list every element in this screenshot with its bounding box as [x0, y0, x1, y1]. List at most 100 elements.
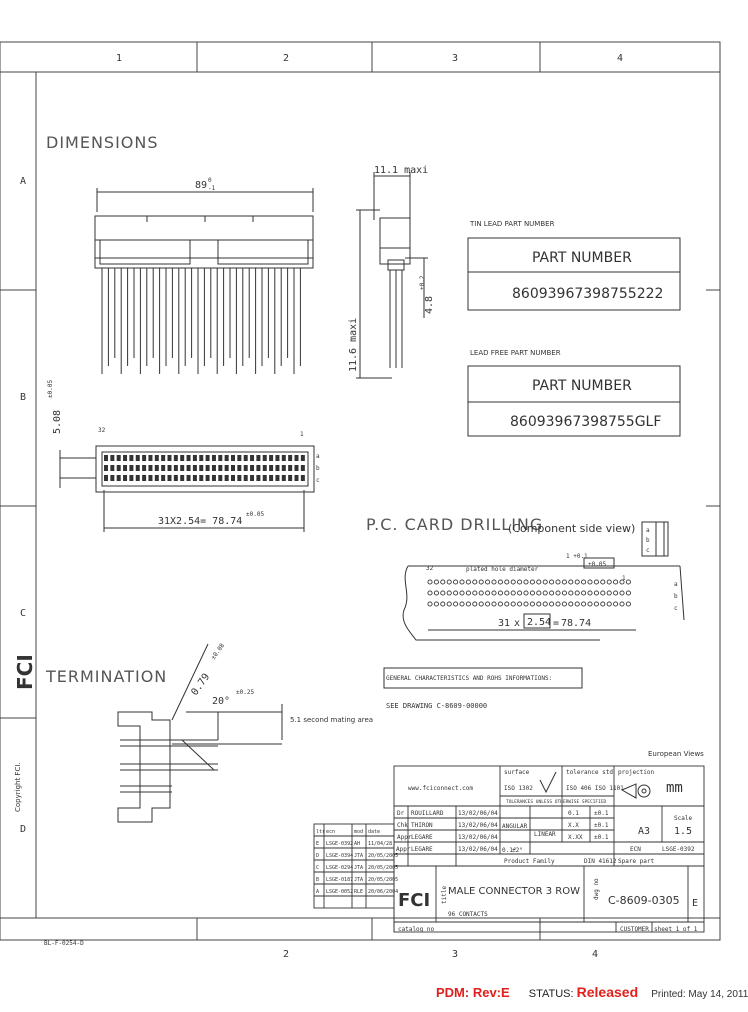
- linear-label: LINEAR: [534, 831, 556, 838]
- copyright-text: Copyright FCI.: [14, 762, 22, 812]
- termination-heading: TERMINATION: [45, 667, 167, 686]
- row-letter: b: [316, 465, 320, 472]
- pcb-legend-letter: c: [646, 547, 650, 554]
- row-label: D: [20, 824, 26, 835]
- dwg-label: dwg no: [593, 878, 600, 900]
- person-date: 13/02/06/04: [458, 834, 498, 841]
- person-name: THIRON: [411, 822, 433, 829]
- pcb-row-letter: a: [674, 581, 678, 588]
- column-label: 2: [283, 949, 289, 960]
- inner-frame: [35, 71, 721, 919]
- revision-cell: 20/05/2005: [368, 877, 398, 883]
- person-role: Appr: [397, 834, 412, 841]
- person-name: LEGARE: [411, 846, 433, 853]
- side-width-dim: 11.1 maxi: [374, 165, 428, 176]
- tolerance-std: ISO 406 ISO 1101: [566, 785, 624, 792]
- tolerance-note: TOLERANCES UNLESS OTHERWISE SPECIFIED: [506, 799, 607, 805]
- pcb-pitch-count: 31: [498, 618, 510, 629]
- column-label: 4: [592, 949, 598, 960]
- termination-angle: 20°: [212, 696, 230, 707]
- person-name: LEGARE: [411, 834, 433, 841]
- lead-free-heading: LEAD FREE PART NUMBER: [470, 349, 561, 357]
- person-role: Appr: [396, 846, 411, 853]
- svg-text:=: =: [553, 618, 559, 629]
- row-letter: a: [316, 453, 320, 460]
- person-date: 13/02/06/04: [458, 846, 498, 853]
- revision-cell: JTA: [354, 853, 363, 859]
- pcb-row-letter: b: [674, 593, 678, 600]
- pcb-legend-box: [641, 521, 665, 557]
- revision-cell: LSGE-0392: [326, 841, 353, 847]
- linear-range: X.X: [568, 822, 579, 829]
- angular-value: 0.1°: [502, 847, 516, 854]
- pin-last-label: 1: [300, 431, 304, 438]
- linear-tol: ±0.1: [594, 810, 609, 817]
- lead-height-dim: 4.8: [424, 296, 435, 314]
- tin-lead-label: PART NUMBER: [532, 250, 632, 266]
- linear-range: X.XX: [568, 834, 583, 841]
- revision-cell: 20/05/2005: [368, 853, 398, 859]
- drawing-number: C-8609-0305: [608, 894, 680, 907]
- printed-date: Printed: May 14, 2011: [651, 989, 748, 1000]
- pin-pitch-tol: ±0.05: [246, 511, 264, 518]
- pcb-hole-grid: [427, 579, 631, 607]
- tolerance-label: tolerance std: [566, 769, 613, 776]
- angular-tol: ±2°: [512, 847, 523, 854]
- catalog-label: catalog no: [398, 926, 435, 933]
- linear-tol: ±0.1: [594, 822, 609, 829]
- general-line-1: GENERAL CHARACTERISTICS AND ROHS INFORMA…: [386, 675, 552, 682]
- revision-cell: C: [316, 865, 319, 871]
- pcb-outline: [402, 565, 685, 641]
- product-family-label: Product Family: [504, 858, 555, 865]
- termination-detail: [117, 643, 283, 823]
- revision-cell: LSGE-0052: [326, 889, 353, 895]
- brand-logo: FCI: [398, 890, 430, 911]
- row-label: A: [20, 176, 26, 187]
- pcb-hole-tol: ±0.05: [588, 561, 606, 568]
- revision-cell: E: [316, 841, 319, 847]
- revision-letter: E: [692, 898, 698, 909]
- angular-label: ANGULAR: [502, 823, 528, 830]
- lead-free-box: [467, 365, 681, 437]
- pcb-hole-label: plated hole diameter: [466, 566, 539, 573]
- termination-angle-tol: ±0.25: [236, 689, 254, 696]
- row-label: C: [20, 608, 26, 619]
- general-box: [383, 667, 583, 689]
- pin-pitch-dim: 31X2.54= 78.74: [158, 516, 242, 527]
- pcb-pitch-total: 78.74: [561, 618, 591, 629]
- bottom-pin-grid: [104, 455, 305, 481]
- revision-cell: JTA: [354, 865, 363, 871]
- tin-lead-heading: TIN LEAD PART NUMBER: [469, 220, 555, 228]
- column-label: 2: [283, 53, 289, 64]
- customer-label: CUSTOMER: [620, 926, 649, 933]
- revision-cell: LSGE-0187: [326, 877, 353, 883]
- person-name: ROUILLARD: [411, 810, 444, 817]
- overall-width-tol: 0: [208, 177, 212, 184]
- ecn-label: ECN: [630, 846, 641, 853]
- pcb-heading: P.C. CARD DRILLING: [366, 515, 543, 534]
- connector-side-view: [356, 172, 428, 379]
- outer-frame: [0, 41, 721, 941]
- column-label: 1: [116, 53, 122, 64]
- title-label: title: [441, 886, 448, 904]
- revision-cell: D: [316, 853, 319, 859]
- dimensions-heading: DIMENSIONS: [46, 133, 159, 152]
- spare-part-label: Spare part: [618, 858, 655, 865]
- connector-front-view: [94, 188, 314, 269]
- format-label: A3: [638, 826, 650, 837]
- website-text: www.fciconnect.com: [408, 785, 473, 792]
- revision-header: mod: [354, 829, 363, 835]
- lead-height-tol: ±0.2: [419, 275, 426, 290]
- pcb-pitch-value: 2.54: [527, 617, 551, 628]
- scale-value: 1.5: [674, 826, 692, 837]
- unit-label: mm: [666, 780, 683, 796]
- drawing-subtitle: 96 CONTACTS: [448, 911, 488, 918]
- pcb-subheading: (Component side view): [508, 522, 635, 535]
- revision-cell: LSGE-0394: [326, 853, 353, 859]
- column-label: 3: [452, 949, 458, 960]
- scale-label: Scale: [674, 815, 692, 822]
- general-line-2: SEE DRAWING C-8609-00000: [386, 702, 487, 710]
- tin-lead-part-number: 86093967398755222: [512, 286, 663, 302]
- revision-cell: A: [316, 889, 319, 895]
